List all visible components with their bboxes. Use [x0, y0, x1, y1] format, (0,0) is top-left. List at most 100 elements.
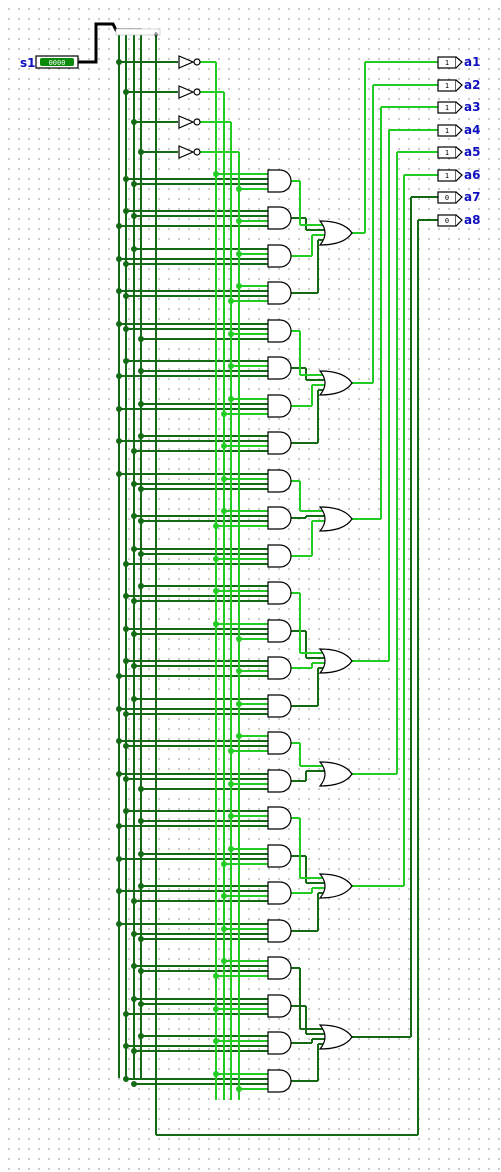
- and-gate-body: [267, 769, 292, 793]
- junction-dot: [116, 823, 122, 829]
- junction-dot: [123, 743, 129, 749]
- output-pin-arrow: [455, 214, 463, 227]
- and-gate: [267, 281, 292, 305]
- and-gate-body: [267, 881, 292, 905]
- junction-dot: [228, 846, 234, 852]
- not-gate-bubble: [193, 58, 201, 66]
- or-gate-body: [318, 220, 353, 246]
- junction-dot: [228, 781, 234, 787]
- junction-dot: [123, 593, 129, 599]
- output-pin-value: 1: [445, 172, 449, 180]
- and-gate: [267, 1031, 292, 1055]
- or-gate: [318, 220, 353, 246]
- splitter: 0: [115, 28, 161, 39]
- junction-dot: [116, 256, 122, 262]
- junction-dot: [131, 631, 137, 637]
- junction-dot: [213, 1071, 219, 1077]
- and-gate-body: [267, 806, 292, 830]
- and-gate-body: [267, 1031, 292, 1055]
- junction-dot: [123, 326, 129, 332]
- junction-dot: [213, 588, 219, 594]
- and-gate: [267, 806, 292, 830]
- and-gate-body: [267, 431, 292, 455]
- junction-dot: [116, 471, 122, 477]
- junction-dot: [131, 119, 137, 125]
- and-gate: [267, 731, 292, 755]
- output-pin-a3[interactable]: 1 a3: [437, 100, 480, 114]
- not-gate: [178, 145, 201, 159]
- junction-dot: [221, 893, 227, 899]
- output-pin-value: 0: [445, 194, 449, 202]
- junction-dot: [138, 936, 144, 942]
- not-gate-body: [178, 55, 195, 69]
- output-pin-value: 1: [445, 127, 449, 135]
- junction-dot: [213, 621, 219, 627]
- input-pin-s1[interactable]: s1 0000: [20, 22, 142, 70]
- junction-dot: [123, 711, 129, 717]
- or-gate-body: [318, 761, 353, 787]
- junction-dot: [116, 921, 122, 927]
- junction-dot: [138, 883, 144, 889]
- or-gate-body: [318, 1024, 353, 1050]
- and-gate-body: [267, 581, 292, 605]
- junction-dot: [138, 433, 144, 439]
- junction-dot: [236, 218, 242, 224]
- output-label: a3: [464, 100, 480, 114]
- wires-low: [118, 34, 438, 1136]
- junction-dot: [123, 561, 129, 567]
- input-label-s1: s1: [20, 56, 36, 70]
- junction-dot: [116, 771, 122, 777]
- junction-dot: [138, 149, 144, 155]
- junction-dot: [228, 331, 234, 337]
- output-label: a5: [464, 145, 480, 159]
- and-gate: [267, 994, 292, 1018]
- not-gate-bubble: [193, 148, 201, 156]
- and-gate-body: [267, 356, 292, 380]
- junction-dot: [138, 1033, 144, 1039]
- output-pin-value: 1: [445, 104, 449, 112]
- junction-dot: [221, 508, 227, 514]
- junction-dot: [138, 1001, 144, 1007]
- splitter-bar: [115, 28, 161, 36]
- and-gate: [267, 1069, 292, 1093]
- junction-dot: [213, 556, 219, 562]
- junction-dot: [123, 1043, 129, 1049]
- and-gate-body: [267, 506, 292, 530]
- junction-dot: [123, 261, 129, 267]
- junction-dot: [116, 288, 122, 294]
- junction-dot: [116, 888, 122, 894]
- junction-dot: [236, 251, 242, 257]
- junction-dot: [123, 176, 129, 182]
- or-gate: [318, 1024, 353, 1050]
- junction-dots: [116, 59, 242, 1092]
- junction-dot: [131, 213, 137, 219]
- output-pin-arrow: [455, 56, 463, 69]
- junction-dot: [221, 443, 227, 449]
- junction-dot: [138, 401, 144, 407]
- and-gate: [267, 169, 292, 193]
- and-gate: [267, 469, 292, 493]
- junction-dot: [131, 931, 137, 937]
- and-gate: [267, 769, 292, 793]
- not-gate: [178, 85, 201, 99]
- junction-dot: [236, 186, 242, 192]
- and-gate: [267, 619, 292, 643]
- junction-dot: [131, 181, 137, 187]
- not-gate: [178, 55, 201, 69]
- and-gate-body: [267, 731, 292, 755]
- output-pin-arrow: [455, 146, 463, 159]
- input-pin-value: 0000: [49, 59, 66, 67]
- and-gate: [267, 431, 292, 455]
- and-gate: [267, 394, 292, 418]
- junction-dot: [236, 636, 242, 642]
- junction-dot: [116, 373, 122, 379]
